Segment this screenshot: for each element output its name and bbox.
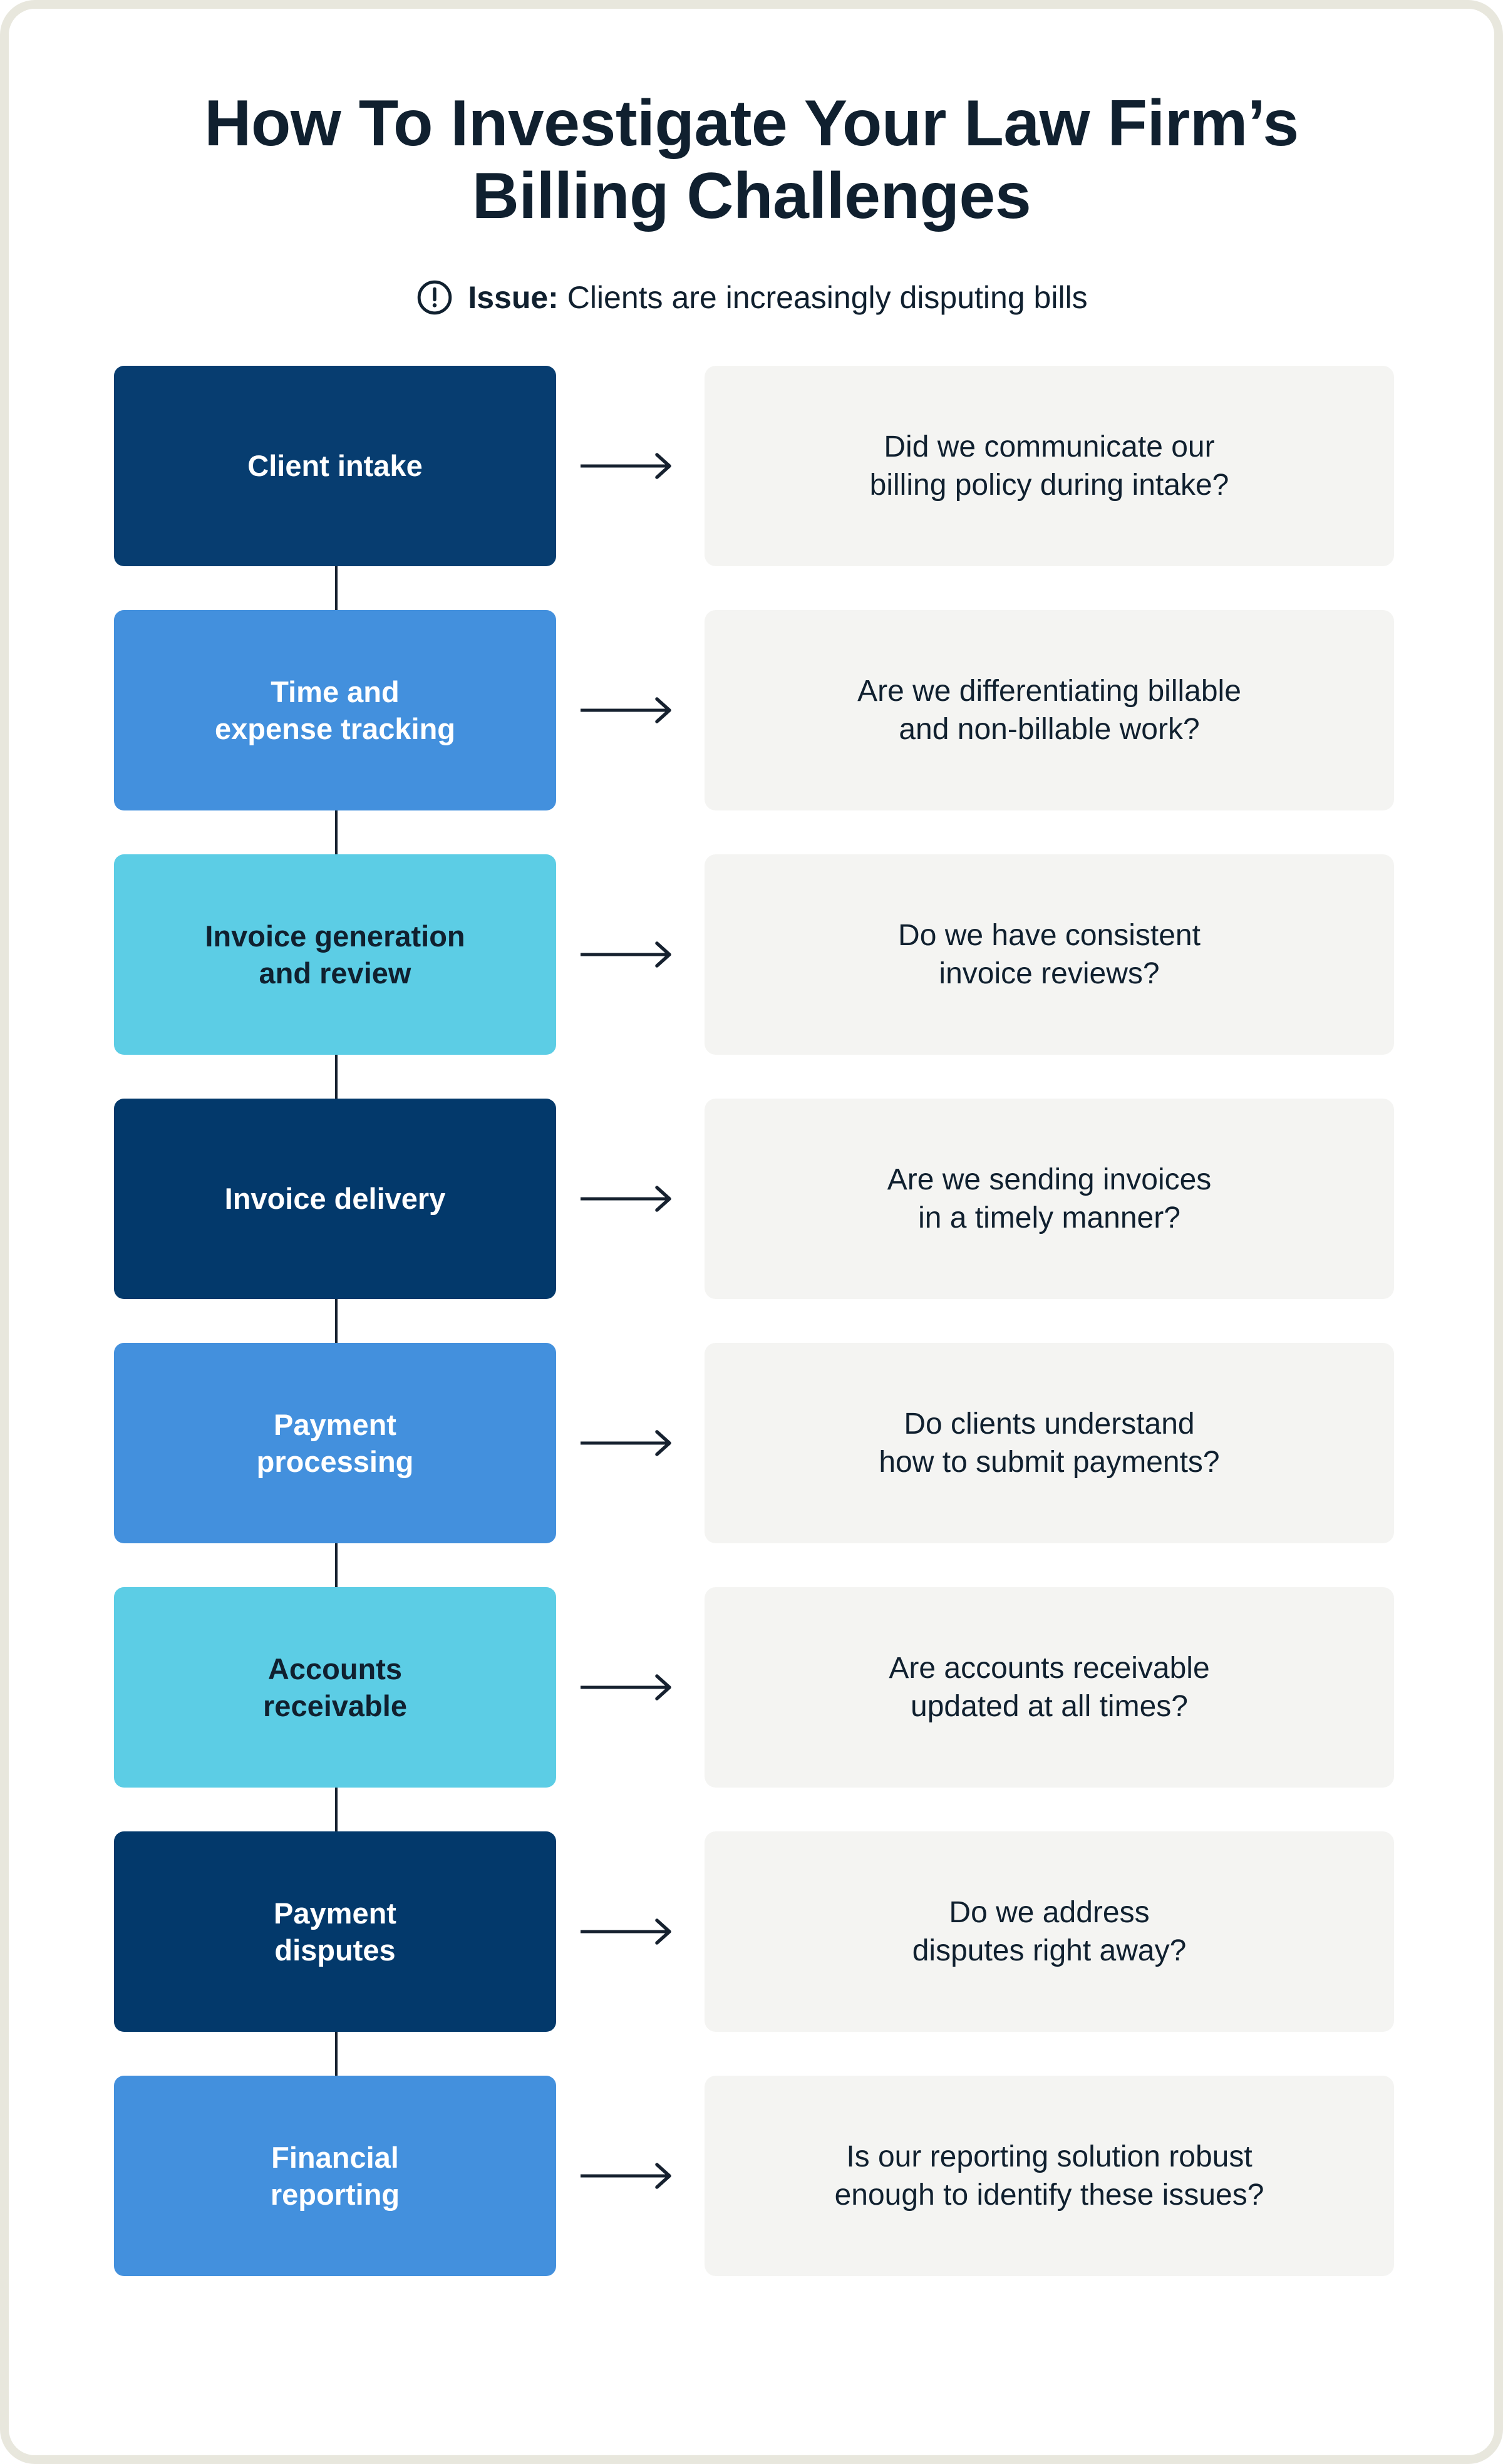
stage-connector-line bbox=[335, 566, 338, 610]
stage-connector-line bbox=[335, 1543, 338, 1587]
arrow-right-icon bbox=[580, 2163, 671, 2189]
stage-label: Payment disputes bbox=[274, 1896, 396, 1967]
stage-label: Financial reporting bbox=[270, 2140, 400, 2211]
arrow-right-icon bbox=[580, 1430, 671, 1456]
flow-row: Time and expense tracking Are we differe… bbox=[114, 609, 1394, 854]
arrow-right-icon bbox=[580, 1918, 671, 1945]
arrow-column bbox=[556, 1831, 705, 2032]
stage-label: Invoice generation and review bbox=[205, 919, 465, 990]
stage-time-and-expense-tracking[interactable]: Time and expense tracking bbox=[114, 609, 556, 810]
page-title: How To Investigate Your Law Firm’s Billi… bbox=[204, 87, 1299, 233]
question-text: Did we communicate our billing policy du… bbox=[869, 430, 1229, 502]
arrow-column bbox=[556, 1587, 705, 1788]
flow-row: Client intake Did we communicate our bil… bbox=[114, 365, 1394, 610]
stage-financial-reporting[interactable]: Financial reporting bbox=[114, 2075, 556, 2276]
arrow-column bbox=[556, 854, 705, 1055]
question-card: Do we have consistent invoice reviews? bbox=[705, 854, 1394, 1055]
stage-label: Accounts receivable bbox=[263, 1652, 407, 1722]
stage-label: Invoice delivery bbox=[224, 1182, 446, 1216]
arrow-right-icon bbox=[580, 1186, 671, 1212]
question-text: Do we have consistent invoice reviews? bbox=[898, 918, 1201, 990]
flow-row: Invoice generation and review Do we have… bbox=[114, 854, 1394, 1099]
question-text: Are we differentiating billable and non-… bbox=[857, 674, 1241, 746]
stage-connector-line bbox=[335, 2031, 338, 2076]
arrow-right-icon bbox=[580, 1674, 671, 1700]
arrow-column bbox=[556, 2076, 705, 2276]
flow-row: Invoice delivery Are we sending invoices… bbox=[114, 1098, 1394, 1343]
arrow-right-icon bbox=[580, 453, 671, 479]
question-text: Is our reporting solution robust enough … bbox=[834, 2140, 1264, 2212]
issue-description: Clients are increasingly disputing bills bbox=[558, 279, 1088, 315]
arrow-right-icon bbox=[580, 941, 671, 968]
flow-row: Financial reporting Is our reporting sol… bbox=[114, 2075, 1394, 2276]
stage-connector-line bbox=[335, 1054, 338, 1099]
question-card: Are accounts receivable updated at all t… bbox=[705, 1587, 1394, 1788]
flow-row: Accounts receivable Are accounts receiva… bbox=[114, 1587, 1394, 1831]
question-card: Are we sending invoices in a timely mann… bbox=[705, 1098, 1394, 1299]
stage-payment-processing[interactable]: Payment processing bbox=[114, 1342, 556, 1543]
question-card: Do we address disputes right away? bbox=[705, 1831, 1394, 2032]
stage-connector-line bbox=[335, 1298, 338, 1343]
issue-banner: Issue: Clients are increasingly disputin… bbox=[9, 278, 1494, 317]
infographic-inner: How To Investigate Your Law Firm’s Billi… bbox=[9, 9, 1494, 2455]
stage-invoice-generation-and-review[interactable]: Invoice generation and review bbox=[114, 854, 556, 1055]
question-card: Are we differentiating billable and non-… bbox=[705, 609, 1394, 810]
question-text: Are accounts receivable updated at all t… bbox=[889, 1651, 1210, 1723]
arrow-column bbox=[556, 366, 705, 566]
question-text: Do clients understand how to submit paym… bbox=[879, 1407, 1220, 1479]
flow-row: Payment disputes Do we address disputes … bbox=[114, 1831, 1394, 2076]
stage-client-intake[interactable]: Client intake bbox=[114, 365, 556, 566]
question-card: Is our reporting solution robust enough … bbox=[705, 2075, 1394, 2276]
arrow-column bbox=[556, 1099, 705, 1299]
arrow-column bbox=[556, 610, 705, 810]
billing-flowchart: Client intake Did we communicate our bil… bbox=[9, 365, 1494, 2276]
stage-label: Client intake bbox=[247, 449, 423, 483]
arrow-right-icon bbox=[580, 697, 671, 723]
stage-label: Time and expense tracking bbox=[214, 675, 455, 745]
stage-invoice-delivery[interactable]: Invoice delivery bbox=[114, 1098, 556, 1299]
stage-connector-line bbox=[335, 1787, 338, 1831]
alert-circle-icon bbox=[418, 280, 452, 315]
stage-payment-disputes[interactable]: Payment disputes bbox=[114, 1831, 556, 2032]
question-card: Do clients understand how to submit paym… bbox=[705, 1342, 1394, 1543]
stage-connector-line bbox=[335, 810, 338, 854]
issue-text-wrap: Issue: Clients are increasingly disputin… bbox=[468, 279, 1087, 316]
stage-label: Payment processing bbox=[256, 1407, 414, 1478]
arrow-column bbox=[556, 1343, 705, 1543]
issue-label: Issue: bbox=[468, 279, 559, 315]
question-text: Do we address disputes right away? bbox=[912, 1895, 1187, 1967]
flow-row: Payment processing Do clients understand… bbox=[114, 1342, 1394, 1587]
question-text: Are we sending invoices in a timely mann… bbox=[887, 1162, 1212, 1235]
stage-accounts-receivable[interactable]: Accounts receivable bbox=[114, 1587, 556, 1788]
header: How To Investigate Your Law Firm’s Billi… bbox=[9, 9, 1494, 317]
question-card: Did we communicate our billing policy du… bbox=[705, 365, 1394, 566]
